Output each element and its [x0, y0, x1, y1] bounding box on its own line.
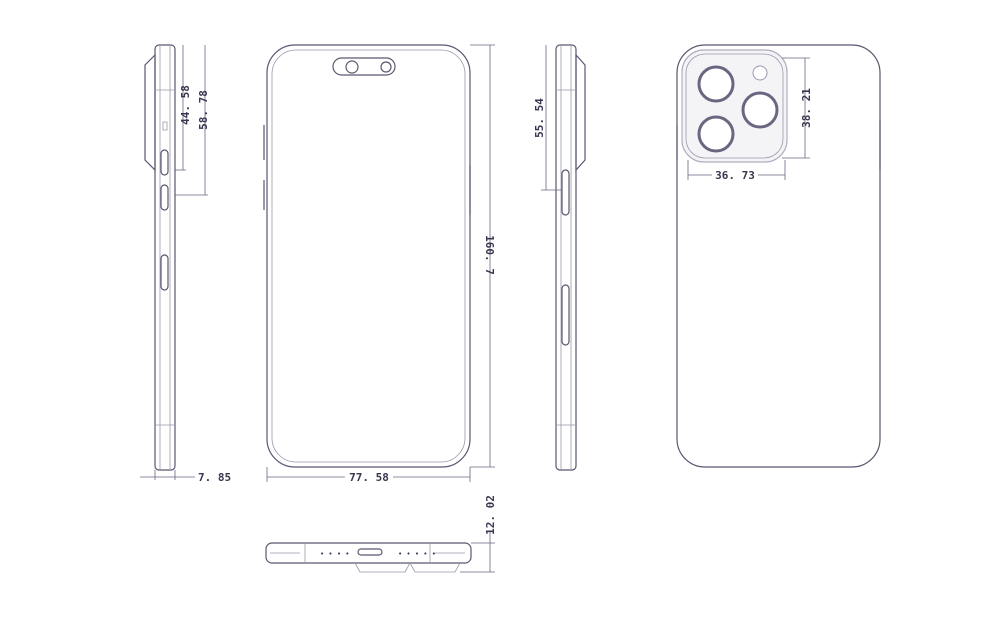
side-frame-right [555, 44, 577, 471]
dim-38-21: 38. 21 [800, 88, 813, 128]
right-side-view: 55. 54 [533, 44, 586, 471]
back-body [676, 44, 881, 468]
front-camera-icon [380, 61, 392, 73]
usb-c-port [357, 548, 383, 556]
volume-up-button [160, 149, 169, 176]
dim-77-58: 77. 58 [349, 471, 389, 484]
screen [271, 49, 466, 463]
dim-160-7: 160. 7 [483, 235, 496, 275]
face-id-icon [345, 60, 359, 74]
dynamic-island [332, 57, 396, 76]
bottom-view: • • • • • • • • • 12. 02 [265, 495, 497, 573]
camera-lens-bottom [697, 115, 735, 153]
speaker-holes-right: • • • • • [398, 550, 436, 558]
camera-lens-top [697, 65, 735, 103]
flash-icon [752, 65, 768, 81]
dim-55-54: 55. 54 [533, 98, 546, 138]
camera-bump-bottom [354, 562, 461, 573]
front-body [266, 44, 471, 468]
camera-bump-side [144, 53, 156, 172]
dim-58-78: 58. 78 [197, 90, 210, 130]
side-frame [154, 44, 176, 471]
front-view: 160. 7 77. 58 [263, 44, 496, 484]
sim-tray [160, 254, 169, 291]
speaker-holes-left: • • • • [320, 550, 350, 558]
volume-down-button [160, 184, 169, 211]
dim-36-73: 36. 73 [715, 169, 755, 182]
bottom-frame [265, 542, 472, 564]
left-side-view: 44. 58 58. 78 7. 85 [140, 44, 231, 484]
dim-44-58: 44. 58 [179, 85, 192, 125]
action-switch [162, 121, 168, 131]
dim-7-85: 7. 85 [198, 471, 231, 484]
back-view: 38. 21 36. 73 [676, 44, 881, 468]
side-button [561, 169, 570, 216]
camera-lens-right [741, 91, 779, 129]
dim-12-02: 12. 02 [484, 495, 497, 535]
antenna-window [561, 284, 570, 346]
camera-bump-side-right [575, 53, 586, 172]
